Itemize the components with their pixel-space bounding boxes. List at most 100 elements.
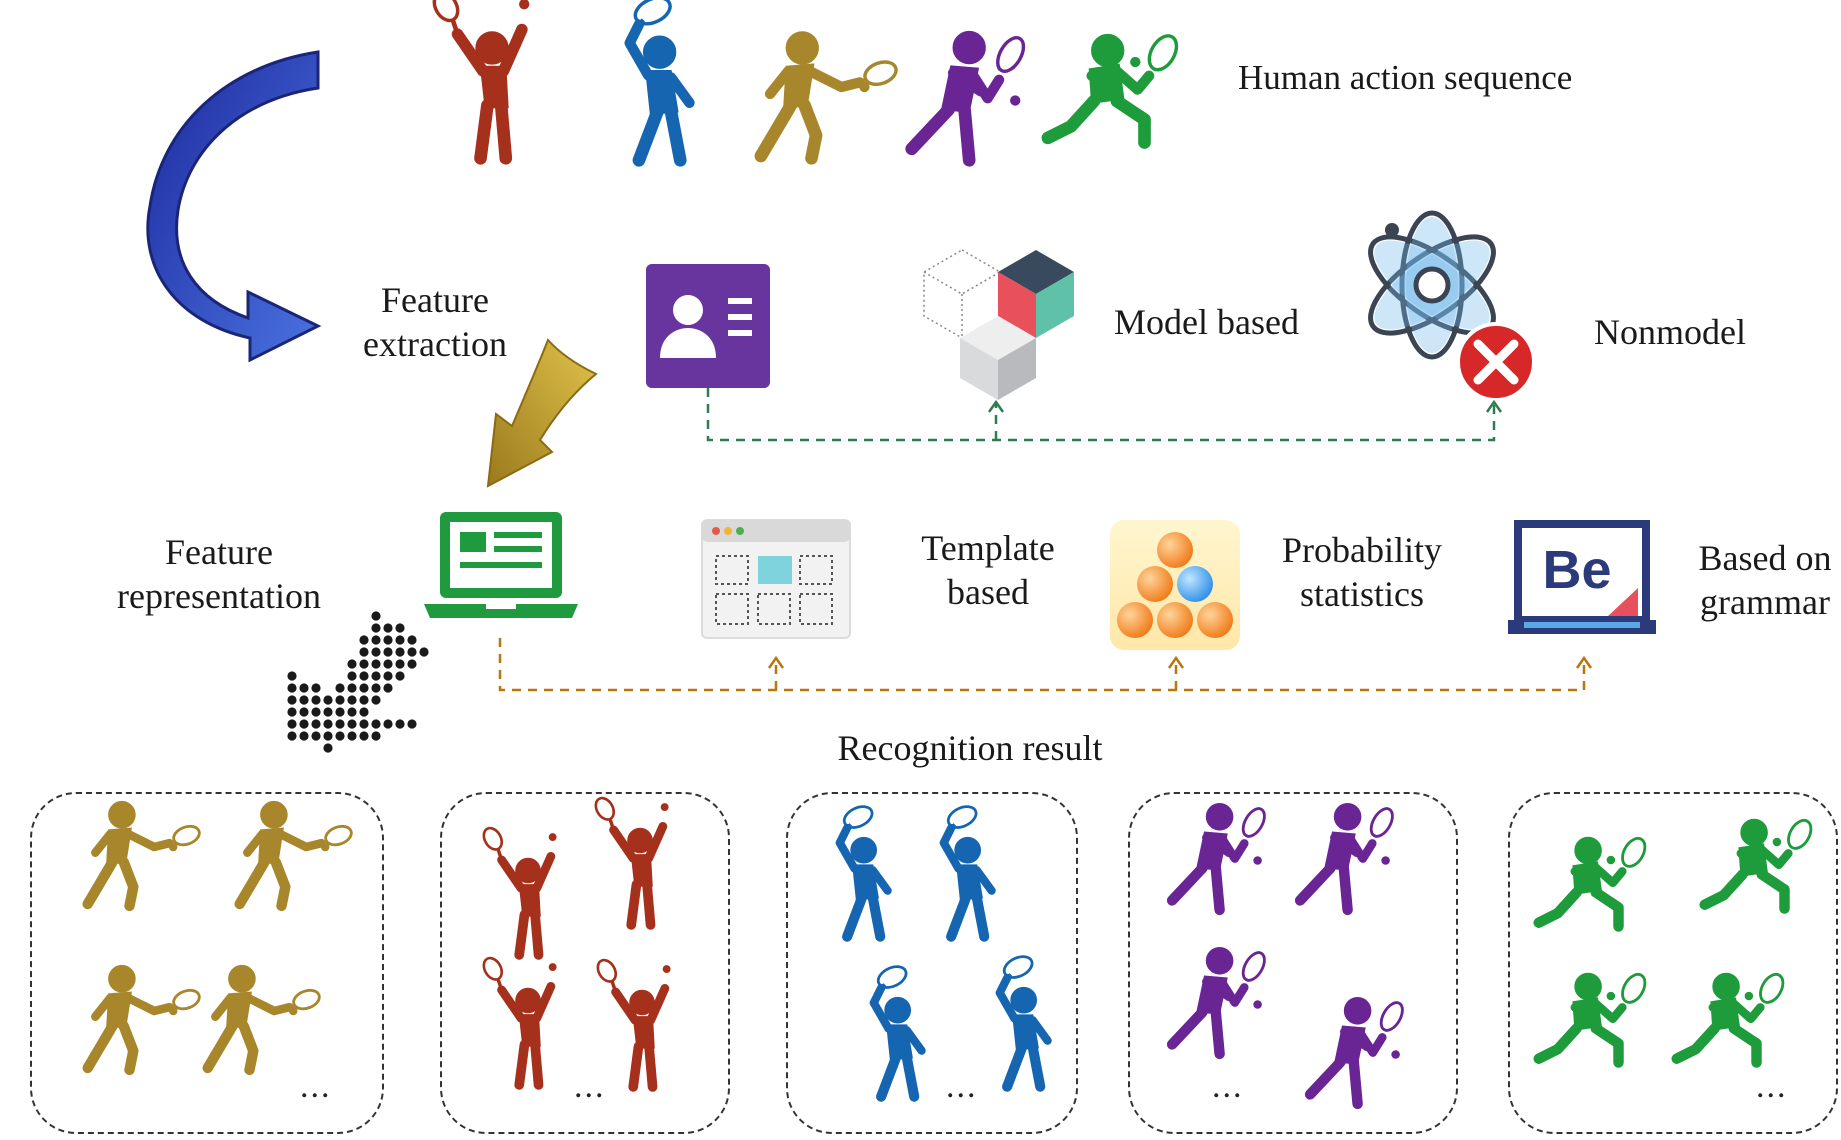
dot bbox=[371, 611, 381, 621]
result-panel-overhead bbox=[786, 792, 1078, 1134]
tennis-overhead-icon bbox=[630, 0, 690, 160]
dot bbox=[299, 731, 309, 741]
dot bbox=[299, 707, 309, 717]
dot bbox=[407, 659, 417, 669]
feature-extraction-line2: extraction bbox=[363, 324, 507, 364]
dot bbox=[371, 647, 381, 657]
laptop-icon bbox=[424, 512, 578, 618]
feature-representation-label: Feature representation bbox=[106, 530, 332, 618]
ellipsis-overhead: ... bbox=[946, 1068, 978, 1105]
curved-arrow-icon bbox=[146, 50, 322, 363]
tennis-serve-icon bbox=[430, 0, 529, 158]
grammar-board-icon bbox=[1508, 520, 1656, 634]
result-panel-serve bbox=[440, 792, 730, 1134]
dot bbox=[395, 671, 405, 681]
ellipsis-backhand: ... bbox=[1212, 1068, 1244, 1105]
model-based-label: Model based bbox=[1114, 302, 1299, 342]
dot bbox=[359, 659, 369, 669]
dot bbox=[347, 731, 357, 741]
based-on-grammar-line2: grammar bbox=[1700, 582, 1830, 622]
ellipsis-lunge: ... bbox=[1756, 1068, 1788, 1105]
probability-statistics-label: Probability statistics bbox=[1272, 528, 1452, 616]
gold-arrow-icon bbox=[486, 338, 598, 488]
dot bbox=[359, 647, 369, 657]
dot bbox=[395, 719, 405, 729]
dot bbox=[395, 647, 405, 657]
dot bbox=[383, 659, 393, 669]
based-on-grammar-line1: Based on bbox=[1698, 538, 1832, 578]
dot bbox=[407, 647, 417, 657]
dot bbox=[371, 671, 381, 681]
dot bbox=[311, 719, 321, 729]
dot bbox=[383, 623, 393, 633]
dot bbox=[407, 719, 417, 729]
atom-icon bbox=[1368, 210, 1496, 360]
dot bbox=[323, 731, 333, 741]
dot bbox=[311, 707, 321, 717]
dot bbox=[287, 695, 297, 705]
dot bbox=[371, 719, 381, 729]
dot bbox=[359, 707, 369, 717]
result-panel-forehand bbox=[30, 792, 384, 1134]
dot bbox=[323, 695, 333, 705]
dot bbox=[323, 743, 333, 753]
cubes-icon bbox=[923, 249, 1074, 400]
extraction-connector bbox=[706, 388, 1503, 442]
dot bbox=[311, 695, 321, 705]
dot bbox=[347, 707, 357, 717]
template-window-icon bbox=[701, 519, 851, 639]
feature-representation-line1: Feature bbox=[165, 532, 273, 572]
close-icon bbox=[1456, 322, 1536, 402]
tennis-forehand-icon bbox=[761, 32, 899, 159]
dot bbox=[311, 731, 321, 741]
dot bbox=[383, 647, 393, 657]
dot bbox=[347, 695, 357, 705]
dot bbox=[371, 623, 381, 633]
dot bbox=[419, 647, 429, 657]
dot bbox=[407, 635, 417, 645]
grammar-icon-text: Be bbox=[1542, 540, 1612, 600]
dot bbox=[383, 683, 393, 693]
balls-pyramid-icon bbox=[1110, 520, 1240, 650]
ellipsis-forehand: ... bbox=[300, 1068, 332, 1105]
feature-representation-line2: representation bbox=[117, 576, 321, 616]
dot bbox=[371, 731, 381, 741]
based-on-grammar-label: Based on grammar bbox=[1690, 536, 1840, 624]
dot bbox=[383, 635, 393, 645]
dot bbox=[347, 683, 357, 693]
result-panel-lunge bbox=[1508, 792, 1838, 1134]
dot bbox=[359, 635, 369, 645]
probability-statistics-line2: statistics bbox=[1300, 574, 1424, 614]
nonmodel-label: Nonmodel bbox=[1594, 312, 1746, 352]
dot bbox=[371, 695, 381, 705]
dot bbox=[359, 683, 369, 693]
dot bbox=[383, 671, 393, 681]
dot bbox=[359, 671, 369, 681]
dot bbox=[299, 719, 309, 729]
feature-extraction-label: Feature extraction bbox=[352, 278, 518, 366]
dot bbox=[347, 671, 357, 681]
dot bbox=[335, 731, 345, 741]
dot bbox=[371, 659, 381, 669]
result-panel-backhand bbox=[1128, 792, 1458, 1134]
dot bbox=[335, 707, 345, 717]
dot bbox=[347, 659, 357, 669]
dot bbox=[287, 671, 297, 681]
human-action-sequence-label: Human action sequence bbox=[1238, 58, 1573, 97]
action-sequence bbox=[430, 0, 1182, 160]
dot bbox=[335, 719, 345, 729]
recognition-result-label: Recognition result bbox=[837, 728, 1103, 768]
template-based-line2: based bbox=[947, 572, 1029, 612]
dot bbox=[383, 719, 393, 729]
dot bbox=[335, 695, 345, 705]
feature-extraction-line1: Feature bbox=[381, 280, 489, 320]
dot bbox=[287, 707, 297, 717]
dot bbox=[395, 635, 405, 645]
representation-connector bbox=[498, 638, 1593, 692]
dot bbox=[323, 719, 333, 729]
dot bbox=[395, 659, 405, 669]
id-card-icon bbox=[646, 264, 770, 388]
dot bbox=[359, 731, 369, 741]
